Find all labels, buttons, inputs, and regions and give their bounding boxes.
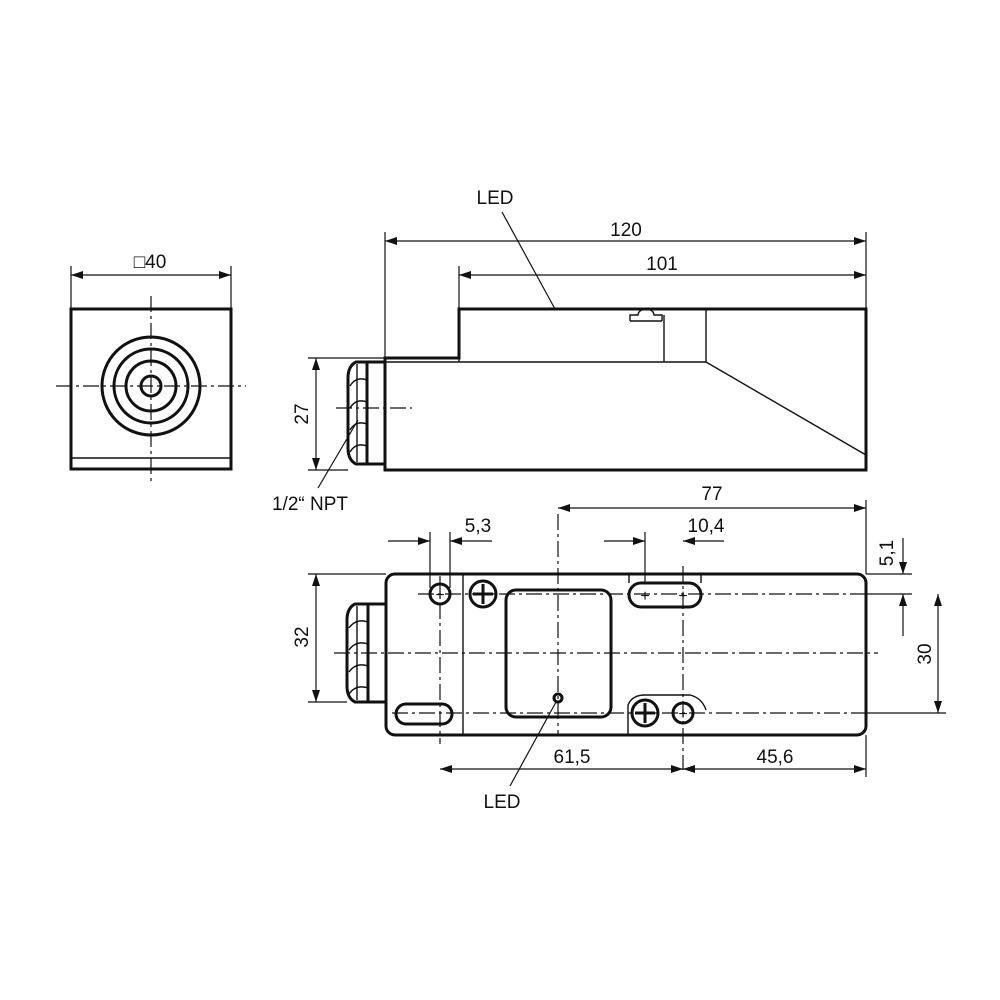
top-view-housing [384, 572, 868, 737]
boss-bottom-right [627, 694, 707, 735]
led-point [552, 692, 564, 704]
end-view: □40 [56, 252, 246, 482]
dim-32-label: 32 [292, 626, 313, 647]
side-view-screw [629, 308, 665, 362]
slot-bottom-left [394, 702, 454, 726]
dim-61-5-label: 61,5 [554, 747, 591, 768]
gland-segment-4 [349, 444, 368, 453]
tv-gland-seg-4 [348, 686, 369, 695]
led-label-bottom: LED [484, 792, 521, 813]
gland-segment-2 [349, 400, 368, 409]
side-view-taper-edge [705, 361, 867, 456]
dim-45-6-label: 45,6 [757, 747, 794, 768]
gland-segment-1 [349, 378, 368, 387]
gland-nut [346, 360, 367, 466]
hole-mark-top-left: + [435, 587, 444, 604]
tv-gland-seg-3 [348, 664, 369, 673]
tv-gland-seg-2 [348, 642, 369, 651]
dim-5-1-label: 5,1 [877, 540, 898, 566]
dim-27-label: 27 [292, 403, 313, 424]
side-view: 120 101 LED 27 1/2“ NPT [272, 188, 868, 515]
dim-120-label: 120 [610, 220, 642, 241]
slot-top-right [627, 581, 703, 609]
dim-10-4-label: 10,4 [688, 516, 725, 537]
slot-top-right-boss [628, 574, 702, 583]
led-leader-bottom [509, 701, 557, 787]
gland-body [365, 360, 387, 466]
dim-101-label: 101 [646, 254, 678, 275]
led-leader-top [501, 211, 556, 310]
tv-gland-seg-1 [348, 620, 369, 629]
dim-5-3-label: 5,3 [465, 516, 491, 537]
dim-40-label: □40 [134, 252, 167, 273]
dim-77-label: 77 [701, 484, 722, 505]
dim-30-label: 30 [915, 643, 936, 664]
led-label-top: LED [477, 188, 514, 209]
side-view-housing [383, 307, 868, 472]
slot-mark-top-right: + [640, 588, 649, 605]
top-view: + + + + 77 5,3 10,4 5,1 30 [292, 484, 946, 813]
npt-leader [317, 419, 359, 489]
npt-label: 1/2“ NPT [272, 494, 348, 515]
cable-gland [346, 360, 387, 466]
